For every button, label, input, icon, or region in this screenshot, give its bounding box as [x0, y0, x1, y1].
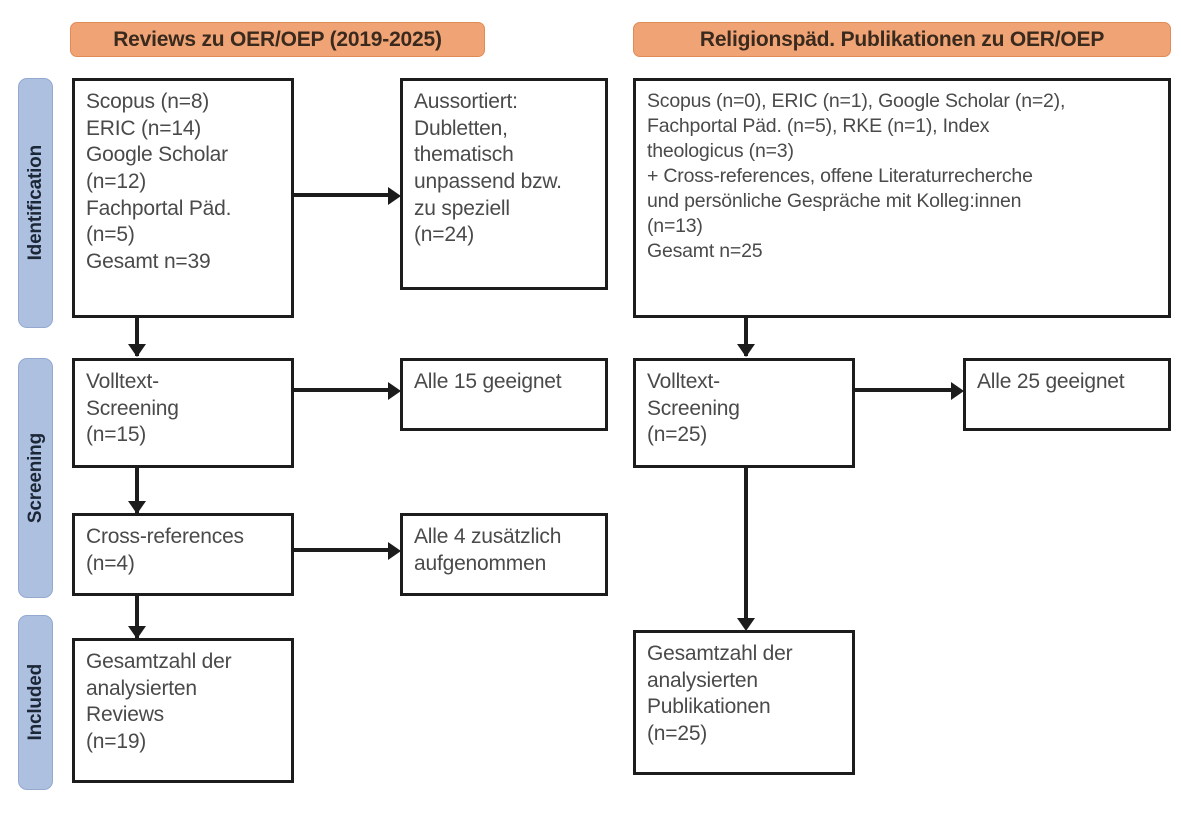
- connector-left-crossrefs-to-result: [294, 548, 388, 552]
- box-right-screening-fulltext-result: Alle 25 geeignet: [963, 358, 1171, 431]
- arrow-left-screening-to-crossrefs: [128, 501, 146, 514]
- arrow-left-sources-to-screening: [128, 344, 146, 357]
- connector-left-crossrefs-to-included: [135, 596, 139, 638]
- box-left-identification-excluded: Aussortiert: Dubletten, thematisch unpas…: [400, 78, 608, 290]
- connector-left-screening-to-crossrefs: [135, 468, 139, 513]
- box-right-identification-sources: Scopus (n=0), ERIC (n=1), Google Scholar…: [633, 78, 1171, 318]
- arrow-right-screening-to-included: [737, 618, 755, 631]
- box-right-included-total: Gesamtzahl der analysierten Publikatione…: [633, 630, 855, 775]
- box-left-screening-fulltext: Volltext- Screening (n=15): [72, 358, 294, 468]
- column-header-right: Religionspäd. Publikationen zu OER/OEP: [633, 22, 1171, 57]
- arrow-left-crossrefs-to-included: [128, 626, 146, 639]
- column-header-left: Reviews zu OER/OEP (2019-2025): [70, 22, 485, 57]
- arrow-left-screening-to-result: [388, 382, 401, 400]
- connector-left-sources-to-screening: [135, 318, 139, 356]
- box-left-screening-crossrefs: Cross-references (n=4): [72, 513, 294, 596]
- connector-left-screening-to-result: [294, 388, 388, 392]
- box-right-screening-fulltext: Volltext- Screening (n=25): [633, 358, 855, 468]
- box-left-included-total: Gesamtzahl der analysierten Reviews (n=1…: [72, 638, 294, 783]
- stage-label-identification-text: Identification: [24, 145, 46, 261]
- connector-right-screening-to-result: [855, 388, 951, 392]
- arrow-right-screening-to-result: [951, 382, 964, 400]
- box-left-screening-crossrefs-result: Alle 4 zusätzlich aufgenommen: [400, 513, 608, 596]
- stage-label-included-text: Included: [24, 664, 46, 741]
- arrow-left-sources-to-excluded: [388, 187, 401, 205]
- arrow-right-sources-to-screening: [737, 344, 755, 357]
- arrow-left-crossrefs-to-result: [388, 542, 401, 560]
- connector-right-sources-to-screening: [744, 318, 748, 356]
- connector-left-sources-to-excluded: [294, 193, 388, 197]
- box-left-identification-sources: Scopus (n=8) ERIC (n=14) Google Scholar …: [72, 78, 294, 318]
- stage-label-identification: Identification: [18, 78, 53, 328]
- connector-right-screening-to-included: [744, 468, 748, 628]
- stage-label-screening: Screening: [18, 358, 53, 598]
- stage-label-screening-text: Screening: [24, 432, 46, 524]
- stage-label-included: Included: [18, 615, 53, 790]
- box-left-screening-fulltext-result: Alle 15 geeignet: [400, 358, 608, 431]
